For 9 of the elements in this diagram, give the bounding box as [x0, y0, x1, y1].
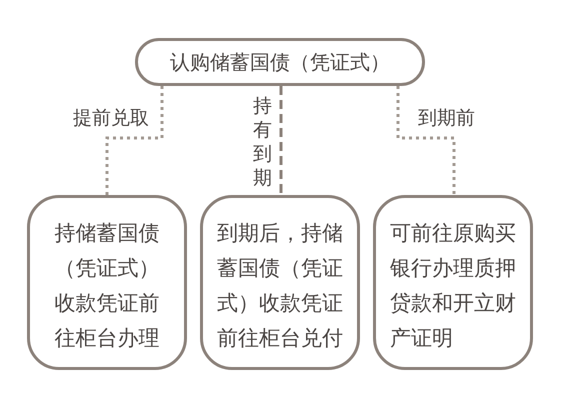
edge-label: 到期前: [418, 106, 475, 130]
connector-line: [396, 86, 456, 195]
edge-label: 提前兑取: [73, 106, 149, 130]
process-box: 认购储蓄国债（凭证式）: [135, 38, 425, 86]
connector-line: [106, 86, 164, 195]
outcome-box: 可前往原购买银行办理质押贷款和开立财产证明: [373, 195, 533, 370]
outcome-box: 持储蓄国债（凭证式）收款凭证前往柜台办理: [27, 195, 187, 370]
connector-line: [280, 86, 282, 195]
outcome-box: 到期后，持储蓄国债（凭证式）收款凭证前往柜台兑付: [200, 195, 360, 370]
